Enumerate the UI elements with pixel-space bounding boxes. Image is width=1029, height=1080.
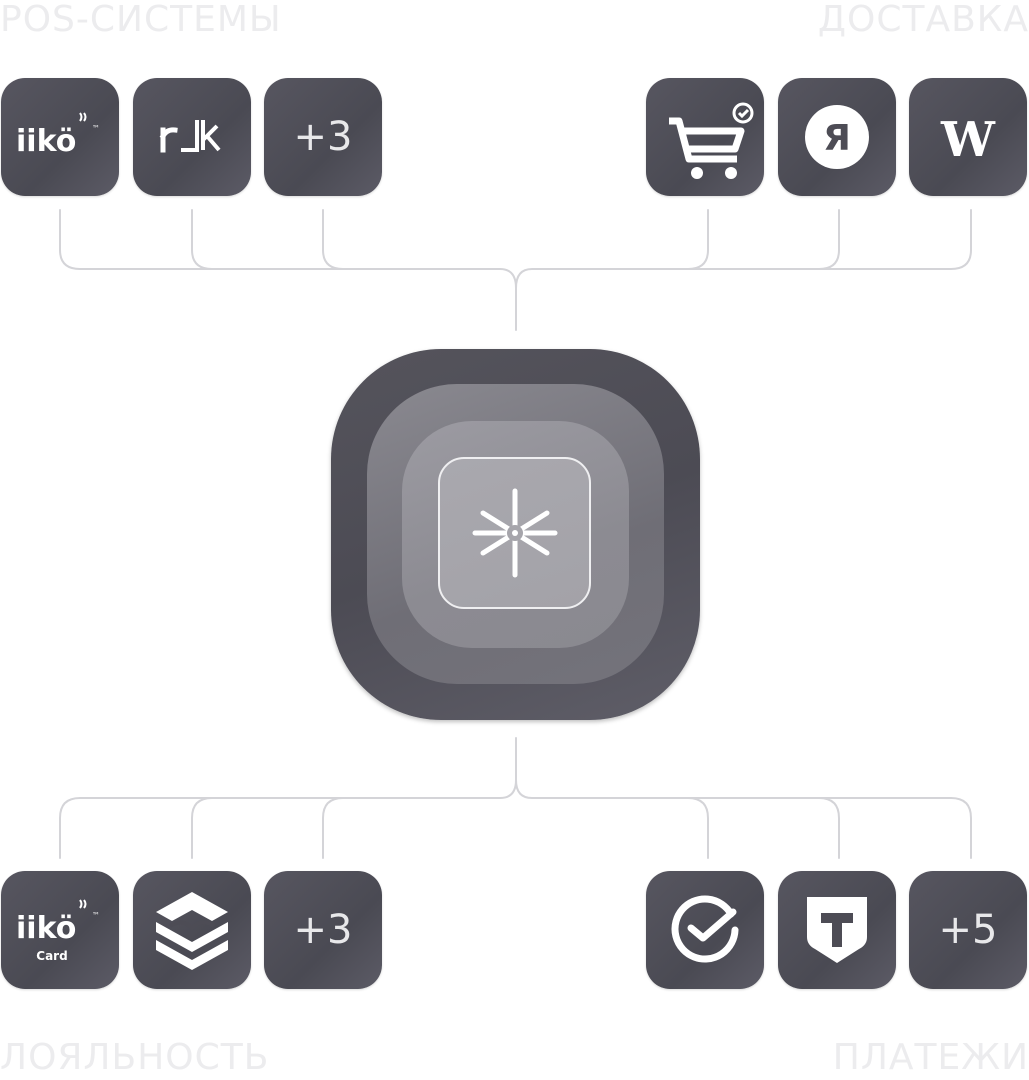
rkeeper-logo-icon: [159, 120, 221, 153]
iiko-card-tm-text: ™: [92, 911, 100, 920]
section-label-loyalty: ЛОЯЛЬНОСТЬ: [0, 1037, 270, 1078]
payments-tile-t-bank[interactable]: [778, 871, 896, 989]
loyalty-more-count: +3: [293, 907, 353, 953]
yandex-logo-text: Я: [823, 118, 851, 159]
asterisk-star-icon: [472, 488, 557, 578]
payments-more-tile[interactable]: +5: [909, 871, 1027, 989]
delivery-tile-yandex[interactable]: Я: [778, 78, 896, 196]
shopping-cart-check-icon: [669, 102, 754, 179]
t-shield-logo-icon: [807, 897, 867, 963]
iiko-card-logo-text: iikö: [16, 911, 76, 946]
pos-more-tile[interactable]: +3: [264, 78, 382, 196]
delivery-tile-cart[interactable]: [646, 78, 764, 196]
iiko-card-sub-text: Card: [36, 949, 67, 963]
iiko-logo-text: iikö: [16, 124, 76, 159]
pos-tile-rkeeper[interactable]: [133, 78, 251, 196]
pos-more-count: +3: [293, 114, 353, 160]
hub-core[interactable]: [438, 457, 591, 609]
layered-book-logo-icon: [156, 892, 228, 970]
sber-check-icon: [671, 895, 739, 963]
w-logo-icon: W: [940, 112, 996, 162]
section-label-payments: ПЛАТЕЖИ: [832, 1037, 1029, 1078]
loyalty-more-tile[interactable]: +3: [264, 871, 382, 989]
iiko-card-logo-icon: iikö ™ Card: [16, 899, 100, 963]
section-label-pos: POS-СИСТЕМЫ: [0, 0, 282, 40]
iiko-logo-icon: iikö ™: [16, 112, 100, 159]
payments-more-count: +5: [938, 907, 998, 953]
loyalty-tile-book[interactable]: [133, 871, 251, 989]
payments-tile-sber[interactable]: [646, 871, 764, 989]
w-logo-text: W: [940, 112, 996, 162]
pos-tile-iiko[interactable]: iikö ™: [1, 78, 119, 196]
delivery-tile-w[interactable]: W: [909, 78, 1027, 196]
iiko-tm-text: ™: [92, 124, 100, 133]
loyalty-tile-iiko-card[interactable]: iikö ™ Card: [1, 871, 119, 989]
yandex-logo-icon: Я: [805, 105, 869, 169]
section-label-delivery: ДОСТАВКА: [817, 0, 1029, 40]
